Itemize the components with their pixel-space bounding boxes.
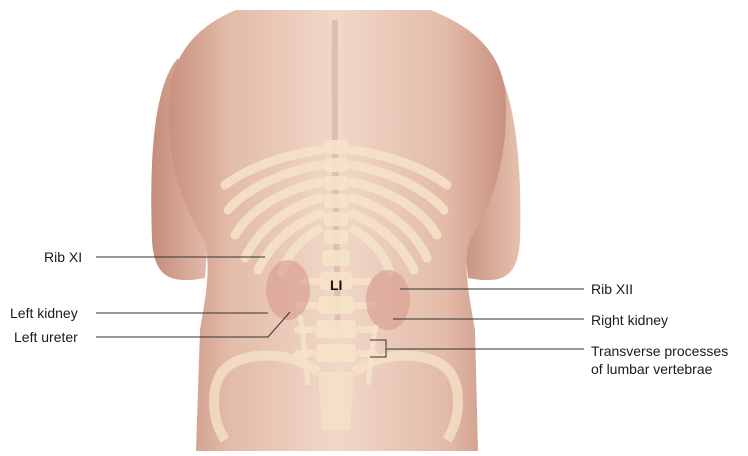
label-left-kidney: Left kidney <box>10 305 78 322</box>
right-kidney <box>366 270 410 330</box>
left-kidney <box>266 260 310 320</box>
label-transverse-line1: Transverse processes <box>591 343 728 360</box>
label-transverse-line2: of lumbar vertebrae <box>591 361 712 378</box>
label-vertebra-l1: LI <box>330 277 342 293</box>
label-right-kidney: Right kidney <box>591 312 668 329</box>
label-rib-xii: Rib XII <box>591 281 633 298</box>
label-left-ureter: Left ureter <box>14 329 78 346</box>
label-rib-xi: Rib XI <box>44 249 82 266</box>
